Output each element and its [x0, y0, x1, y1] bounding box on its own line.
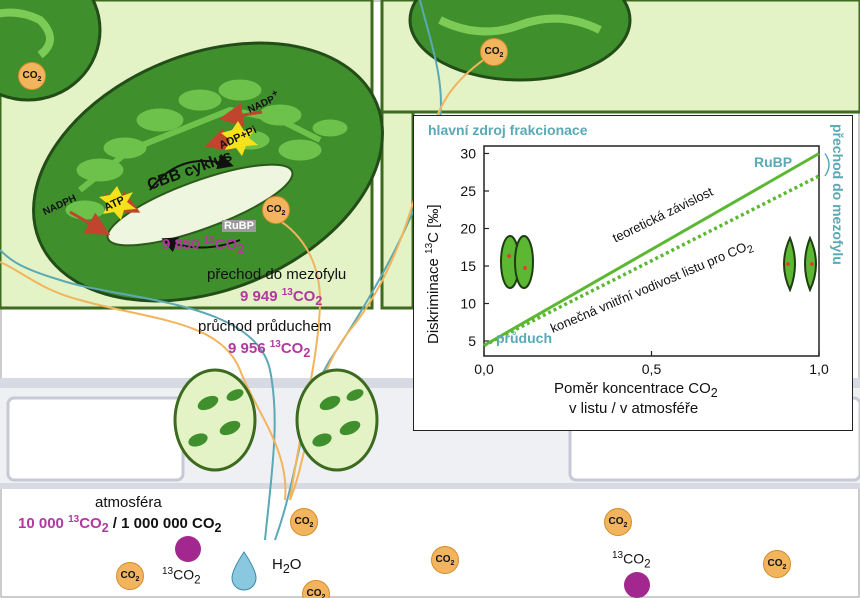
mesophyll-label: přechod do mezofylu: [207, 266, 347, 283]
rubp-annotation: RuBP: [754, 154, 793, 170]
y-tick-label: 15: [460, 258, 476, 274]
mezofyl-bracket: [824, 153, 830, 177]
stoma-open-icon: [783, 236, 817, 292]
atmosphere-label: atmosféra: [95, 494, 162, 511]
mesophyll-value: 9 949 13CO2: [240, 287, 323, 308]
co2-molecule: CO2: [18, 62, 46, 90]
c13-molecule: [624, 572, 650, 598]
atmosphere-value: 10 000 13CO2 / 1 000 000 CO2: [18, 514, 222, 535]
guard-cell-right: [295, 368, 379, 472]
guard-cell-left: [173, 368, 257, 472]
water-drop-icon: [231, 551, 257, 591]
x-tick-label: 0,0: [474, 361, 494, 377]
y-tick-label: 30: [460, 146, 476, 162]
y-tick-label: 5: [468, 333, 476, 349]
x-tick-label: 0,5: [642, 361, 662, 377]
stomatal-label: průchod průduchem: [198, 318, 332, 335]
y-axis-label: Diskriminace 13C [‰]: [424, 204, 442, 345]
co2-molecule: CO2: [302, 580, 330, 598]
co2-molecule: CO2: [431, 546, 459, 574]
mezofyl-annotation: přechod do mezofylu: [830, 124, 846, 265]
h2o-label: H2O: [272, 556, 302, 576]
rubp-label: RuBP: [222, 220, 256, 232]
cbb-cycle-ellipse: [106, 163, 294, 247]
series-line-solid: [483, 152, 820, 347]
discrimination-chart: 5 10 15 20 25 30 0,0 0,5 1,0 hlavní zdroj frakci…: [413, 115, 853, 431]
co2-molecule: CO2: [480, 38, 508, 66]
pruduch-annotation: průduch: [496, 330, 552, 346]
y-tick-label: 20: [460, 221, 476, 237]
stoma-closed-icon: [500, 235, 534, 289]
stomatal-value: 9 956 13CO2: [228, 339, 311, 360]
co2-molecule: CO2: [116, 562, 144, 590]
co2-molecule: CO2: [290, 508, 318, 536]
x-tick-label: 1,0: [809, 361, 829, 377]
chart-canvas: 5 10 15 20 25 30 0,0 0,5 1,0: [460, 145, 830, 377]
chloroplast-value: 9 850 13CO2: [162, 235, 245, 256]
c13-label: 13CO2: [162, 566, 201, 587]
c13-label: 13CO2: [612, 550, 651, 571]
x-axis-label: Poměr koncentrace CO2: [554, 380, 718, 400]
co2-molecule: CO2: [763, 550, 791, 578]
series-line-dotted: [483, 174, 820, 348]
co2-molecule: CO2: [262, 196, 290, 224]
y-tick-label: 10: [460, 296, 476, 312]
x-axis-label-2: v listu / v atmosféře: [569, 400, 699, 417]
c13-molecule: [175, 536, 201, 562]
co2-molecule: CO2: [604, 508, 632, 536]
chart-title: hlavní zdroj frakcionace: [428, 122, 588, 138]
y-tick-label: 25: [460, 183, 476, 199]
